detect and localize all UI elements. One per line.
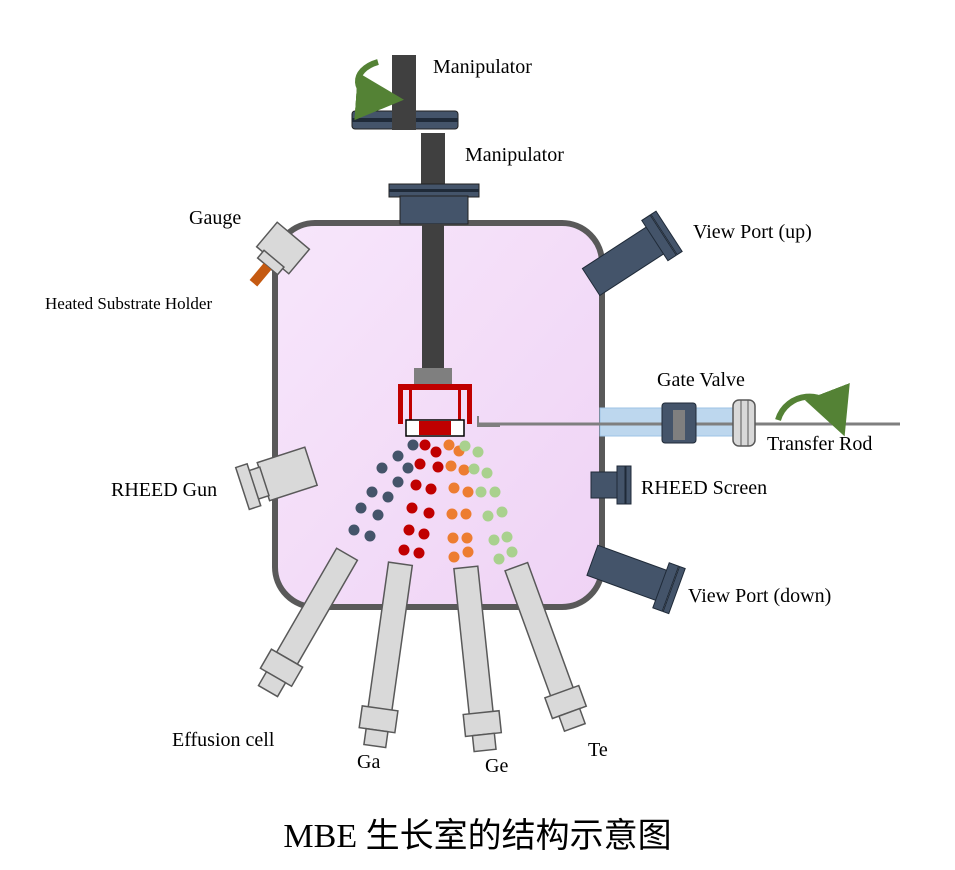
- effusion-cell-ge: [453, 565, 503, 753]
- effusion-cell-te: [504, 561, 588, 733]
- rheed-gun: [234, 446, 319, 511]
- beam-dots-red: [398, 439, 444, 559]
- rheed-screen: [590, 465, 632, 505]
- label-rheed-gun: RHEED Gun: [111, 479, 217, 501]
- label-ge: Ge: [485, 755, 508, 777]
- curved-arrow-icon: [775, 382, 850, 437]
- manipulator-mid: [388, 133, 480, 386]
- label-view-port-up: View Port (up): [693, 221, 812, 243]
- view-port-up: [581, 210, 683, 297]
- label-effusion-cell: Effusion cell: [172, 729, 275, 751]
- effusion-cell-ga: [358, 561, 414, 749]
- beam-dots-green: [459, 440, 518, 565]
- figure-caption: MBE 生长室的结构示意图: [283, 818, 672, 855]
- view-port-down: [586, 544, 686, 615]
- label-manipulator-mid: Manipulator: [465, 144, 564, 166]
- manipulator-top: [351, 55, 459, 130]
- beam-dots-orange: [443, 439, 474, 563]
- beam-dots-slate: [348, 439, 419, 542]
- label-gate-valve: Gate Valve: [657, 369, 745, 391]
- label-transfer-rod: Transfer Rod: [767, 433, 872, 455]
- label-heated-substrate-holder: Heated Substrate Holder: [45, 294, 212, 313]
- label-rheed-screen: RHEED Screen: [641, 477, 767, 499]
- effusion-cell-1: [257, 547, 359, 698]
- curved-arrow-icon: [354, 59, 404, 121]
- label-gauge: Gauge: [189, 207, 241, 229]
- heated-substrate-holder: [398, 384, 472, 437]
- label-view-port-down: View Port (down): [688, 585, 831, 607]
- label-ga: Ga: [357, 751, 380, 773]
- label-manipulator-top: Manipulator: [433, 56, 532, 78]
- label-te: Te: [588, 739, 608, 761]
- gauge: [249, 221, 311, 287]
